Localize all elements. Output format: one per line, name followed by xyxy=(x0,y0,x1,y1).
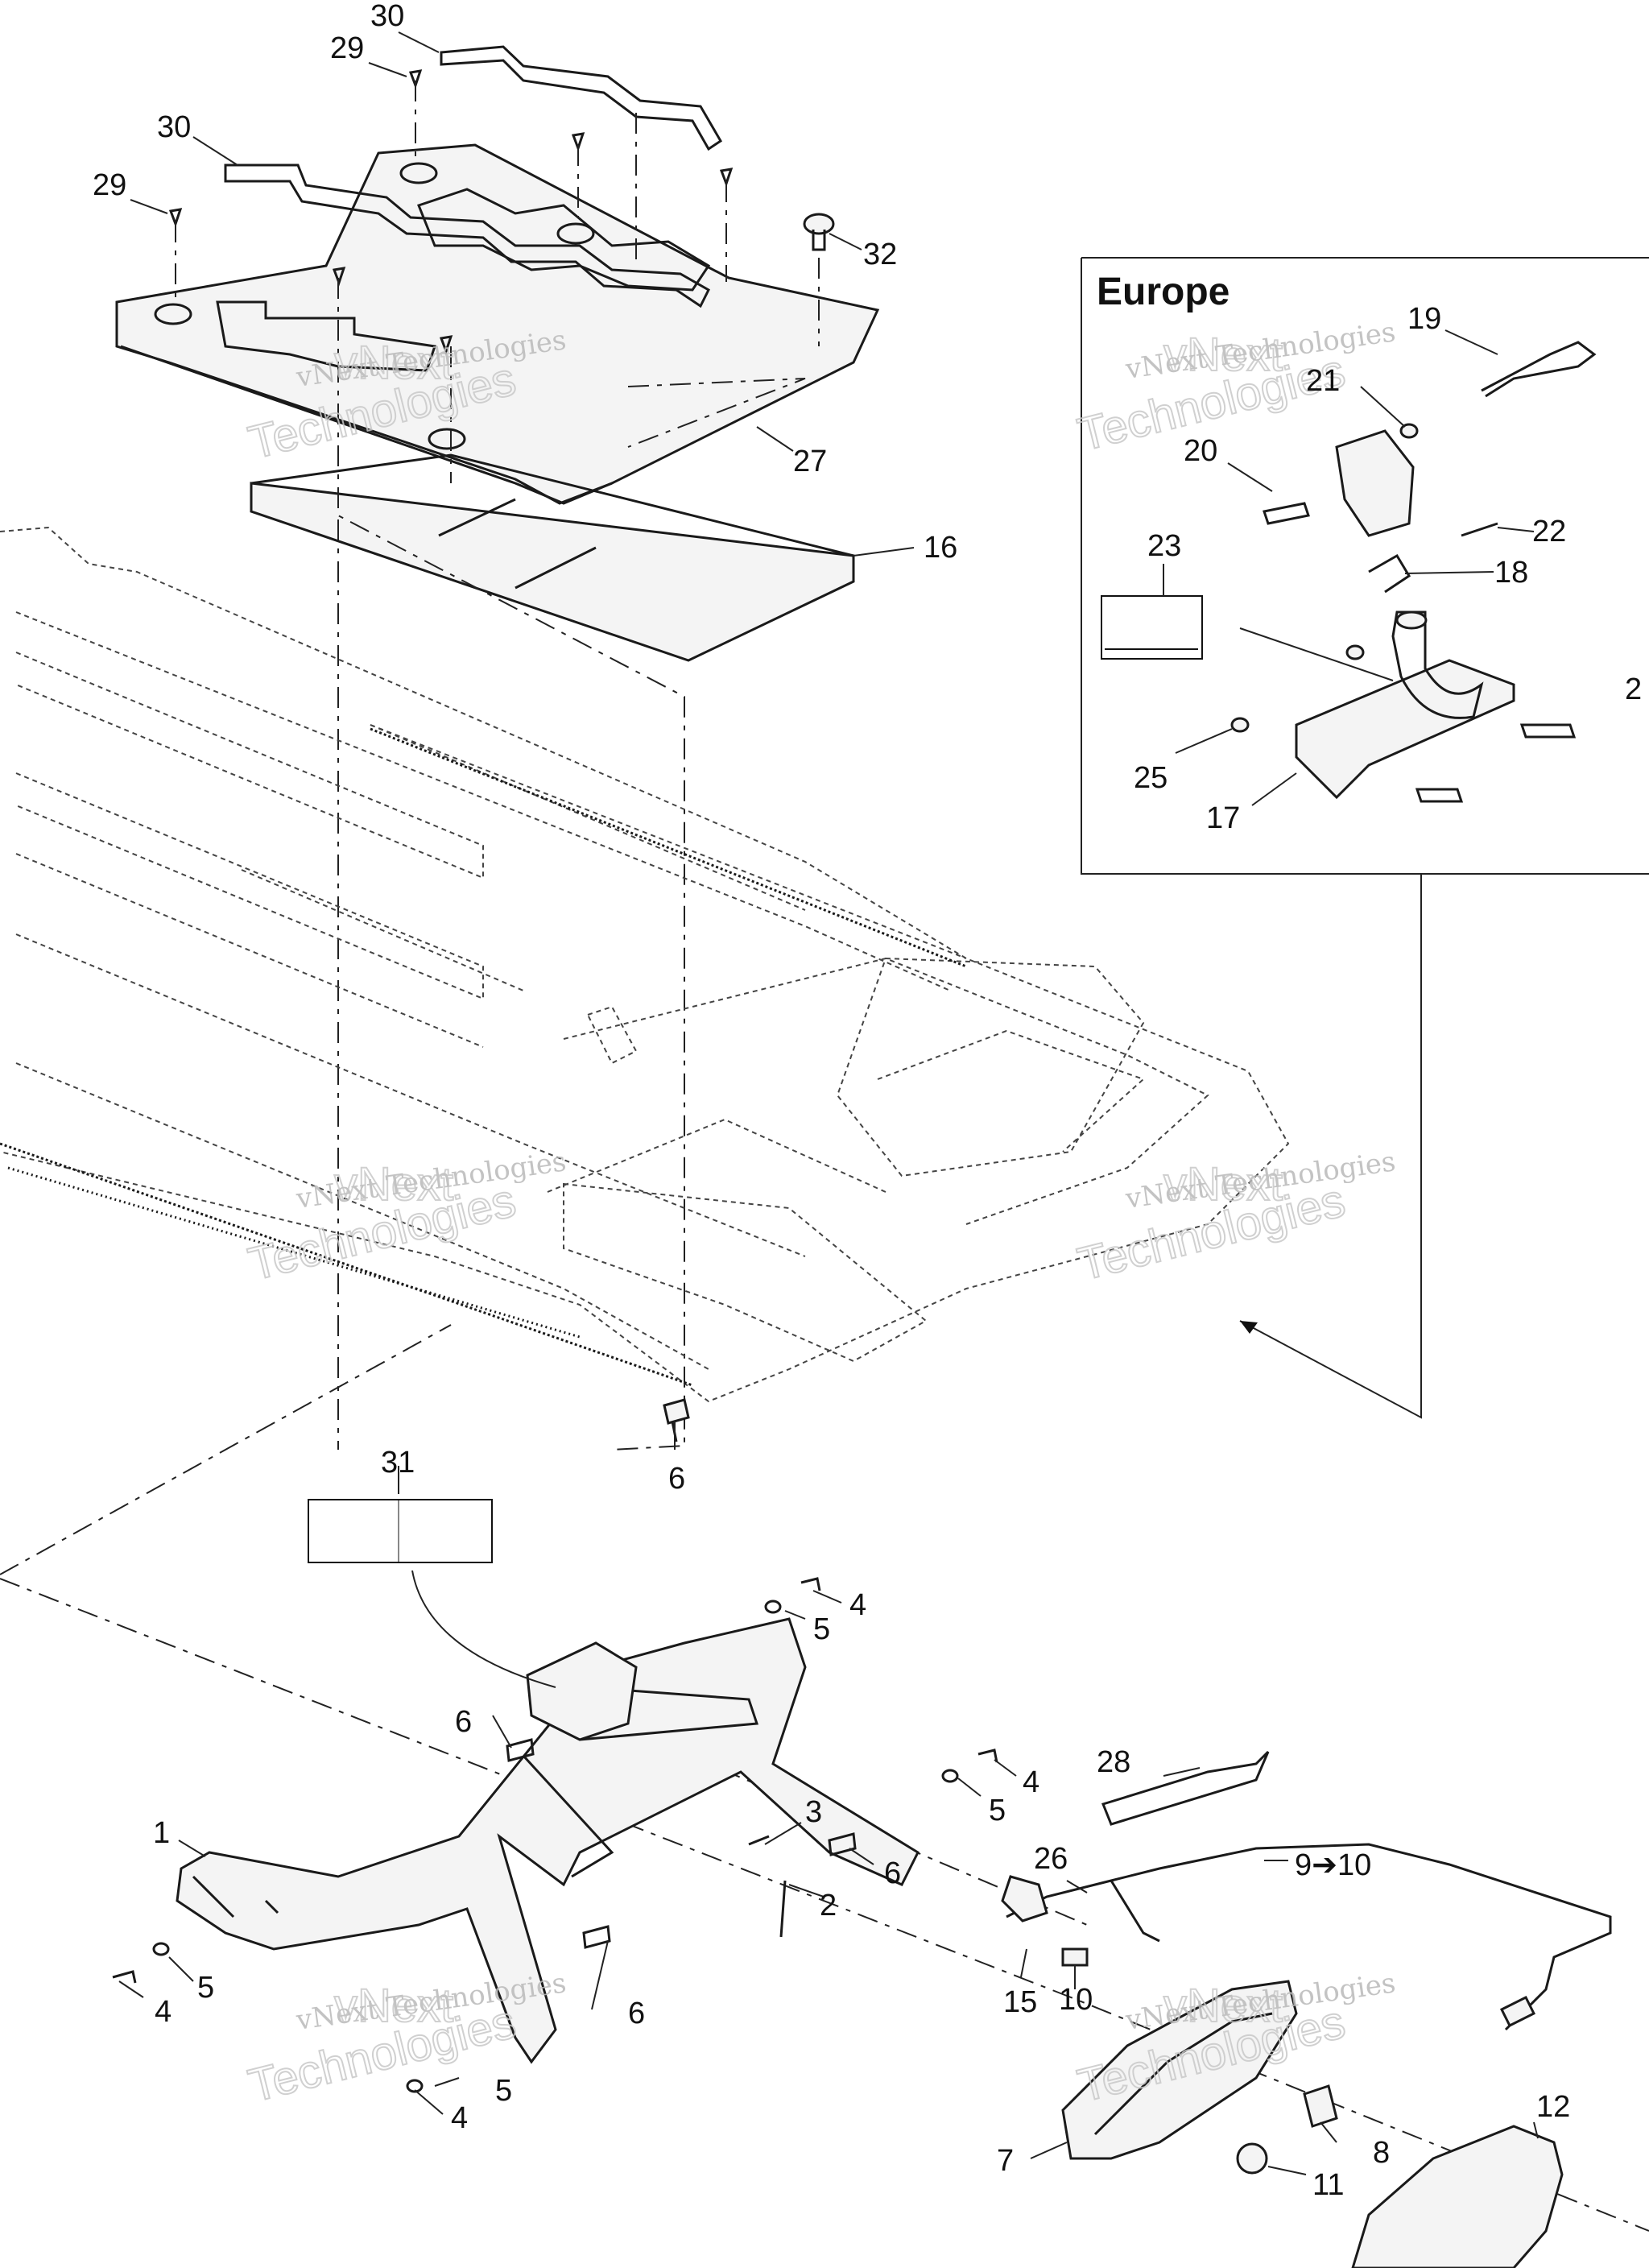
callout: 5 xyxy=(813,1612,830,1646)
callout: 6 xyxy=(668,1462,685,1496)
callout: 8 xyxy=(1373,2136,1390,2170)
sticker-31 xyxy=(308,1499,493,1563)
lens-12 xyxy=(1351,2125,1564,2268)
watermark-logo: vNext xyxy=(1163,1158,1283,1211)
watermark-logo: vNext xyxy=(334,337,453,389)
bolt-32 xyxy=(803,213,835,251)
pad-16 xyxy=(250,453,855,662)
callout: 5 xyxy=(197,1971,214,2005)
callout: 19 xyxy=(1407,302,1441,336)
base-plate-27 xyxy=(115,143,880,505)
callout: 30 xyxy=(157,110,191,144)
callout-labels: 30 29 30 29 32 27 16 19 21 20 22 23 18 2… xyxy=(93,0,1642,2202)
callout: 21 xyxy=(1306,364,1340,398)
callout: 30 xyxy=(370,0,404,33)
watermark-logo: vNext xyxy=(334,1158,453,1211)
watermark-logo: vNext xyxy=(1163,1980,1283,2032)
callout: 31 xyxy=(381,1446,415,1480)
gasket-30-lower xyxy=(224,163,710,308)
callout: 27 xyxy=(793,445,827,478)
bolt-6-frame xyxy=(663,1398,690,1442)
callout: 9➔10 xyxy=(1295,1848,1371,1882)
screws-29 xyxy=(168,69,734,355)
callout: 4 xyxy=(451,2101,468,2135)
callout: 12 xyxy=(1536,2090,1570,2124)
callout: 6 xyxy=(455,1705,472,1739)
callout: 2 xyxy=(1625,673,1642,706)
watermark-logo: vNext xyxy=(334,1980,453,2032)
cable-28 xyxy=(1101,1750,1270,1826)
callout: 5 xyxy=(989,1794,1006,1827)
callout: 11 xyxy=(1312,2168,1344,2202)
callout: 23 xyxy=(1147,529,1181,563)
tunnel-frame xyxy=(0,526,1290,1403)
callout: 20 xyxy=(1184,434,1217,468)
callout: 17 xyxy=(1206,801,1240,835)
callout: 25 xyxy=(1134,761,1168,795)
callout: 32 xyxy=(863,238,897,271)
watermark-logo: vNext xyxy=(1163,329,1283,381)
callout: 6 xyxy=(628,1997,645,2030)
callout: 6 xyxy=(884,1856,901,1890)
bulb-8-11 xyxy=(1236,2084,1338,2175)
fasteners xyxy=(112,1577,998,2093)
callout: 16 xyxy=(924,531,957,565)
track-rails xyxy=(0,727,967,1387)
callout: 29 xyxy=(330,31,364,65)
callout: 7 xyxy=(997,2144,1014,2178)
callout: 1 xyxy=(153,1816,170,1850)
callout: 29 xyxy=(93,168,126,202)
callout: 15 xyxy=(1003,1985,1037,2019)
tail-light-7 xyxy=(1061,1980,1298,2160)
sticker-23 xyxy=(1101,595,1203,660)
callout: 5 xyxy=(495,2074,512,2108)
wiring-harness-9 xyxy=(1001,1843,1612,2031)
callout: 28 xyxy=(1097,1745,1130,1779)
callout: 4 xyxy=(1023,1765,1039,1799)
callout: 26 xyxy=(1034,1842,1068,1876)
leader-lines xyxy=(118,31,1539,2175)
europe-inset: Europe xyxy=(1081,257,1649,875)
callout: 4 xyxy=(849,1588,866,1622)
callout: 3 xyxy=(805,1795,822,1829)
callout: 22 xyxy=(1532,515,1566,548)
callout: 4 xyxy=(155,1995,172,2029)
bracket-31 xyxy=(526,1641,638,1741)
inset-title: Europe xyxy=(1097,271,1230,313)
gasket-30-upper xyxy=(440,45,723,151)
callout: 2 xyxy=(820,1889,837,1922)
callout: 10 xyxy=(1059,1983,1093,2017)
callout: 18 xyxy=(1494,556,1528,590)
